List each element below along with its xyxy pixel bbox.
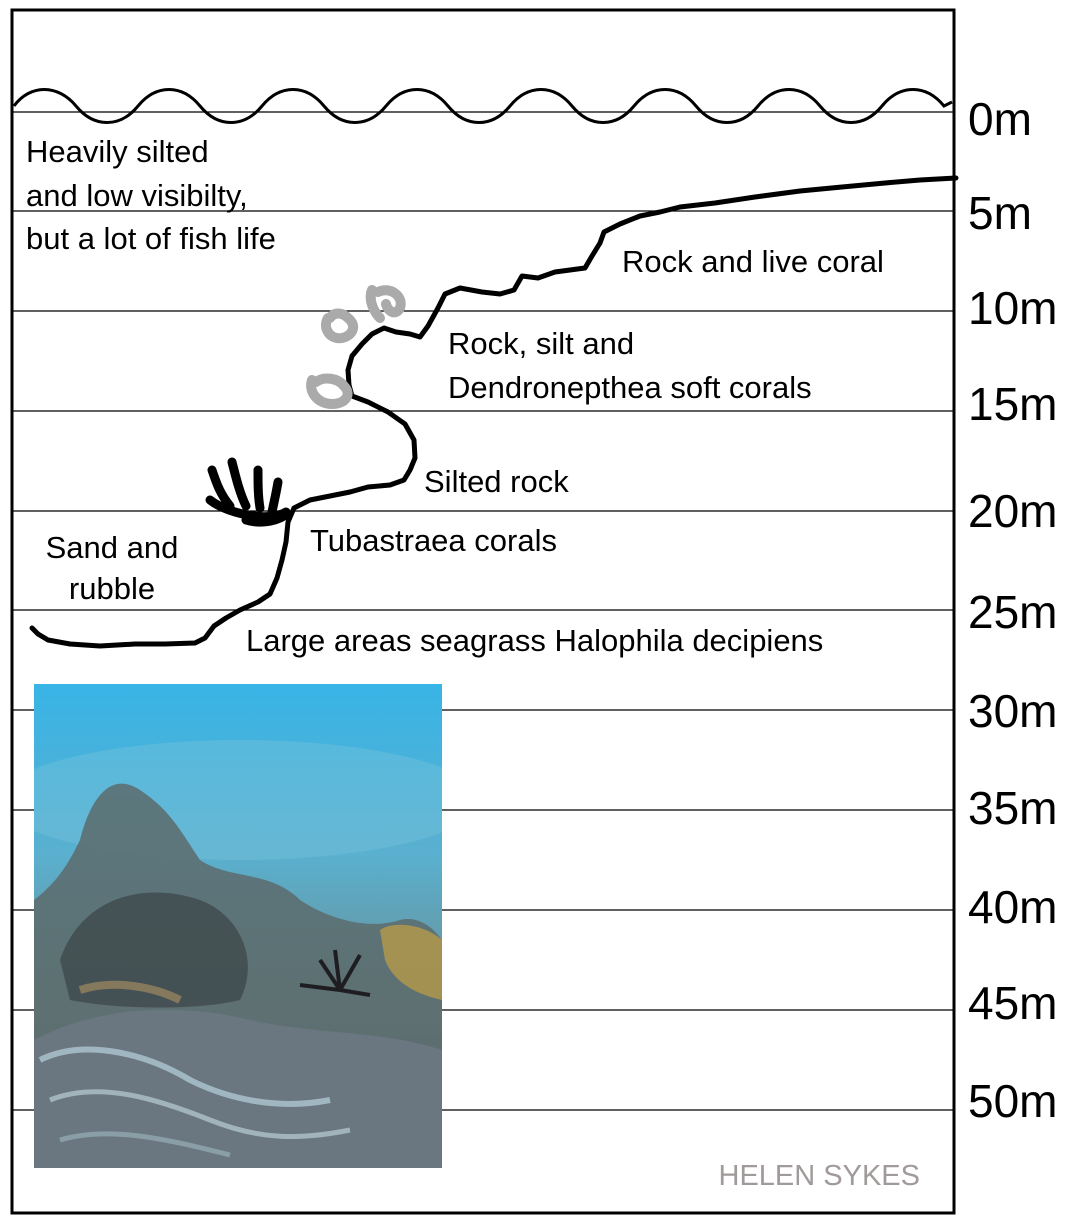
depth-label: 5m	[968, 187, 1032, 239]
zone-labels: Heavily silted and low visibilty, but a …	[26, 134, 884, 658]
soft-coral-icon	[371, 290, 401, 318]
surface-note-line-2: and low visibilty,	[26, 178, 248, 213]
sand-label-line-1: Sand and	[46, 530, 179, 565]
surface-note-line-1: Heavily silted	[26, 134, 209, 169]
depth-label: 25m	[968, 586, 1057, 638]
rock-silt-label-line-2: Dendronepthea soft corals	[448, 370, 812, 405]
reef-photo	[0, 684, 480, 1168]
depth-label: 30m	[968, 685, 1057, 737]
depth-label: 15m	[968, 378, 1057, 430]
depth-label: 10m	[968, 282, 1057, 334]
depth-label: 35m	[968, 782, 1057, 834]
surface-note-line-3: but a lot of fish life	[26, 221, 276, 256]
depth-label: 45m	[968, 977, 1057, 1029]
seagrass-label: Large areas seagrass Halophila decipiens	[246, 623, 823, 658]
sea-surface-wave	[14, 90, 952, 123]
rock-live-coral-label: Rock and live coral	[622, 244, 884, 279]
depth-label: 40m	[968, 881, 1057, 933]
soft-coral-icon	[326, 314, 353, 339]
silted-rock-label: Silted rock	[424, 464, 569, 499]
dendronepthea-soft-coral-icons	[311, 290, 401, 404]
depth-label: 0m	[968, 93, 1032, 145]
tubastraea-label: Tubastraea corals	[310, 523, 557, 558]
depth-label: 20m	[968, 485, 1057, 537]
tubastraea-coral-icon	[210, 462, 286, 522]
rock-silt-label-line-1: Rock, silt and	[448, 326, 634, 361]
photo-credit: HELEN SYKES	[719, 1160, 920, 1192]
depth-scale: 0m 5m 10m 15m 20m 25m 30m 35m 40m 45m 50…	[968, 93, 1057, 1127]
soft-coral-icon	[311, 379, 347, 404]
sand-label-line-2: rubble	[69, 571, 155, 606]
depth-label: 50m	[968, 1075, 1057, 1127]
